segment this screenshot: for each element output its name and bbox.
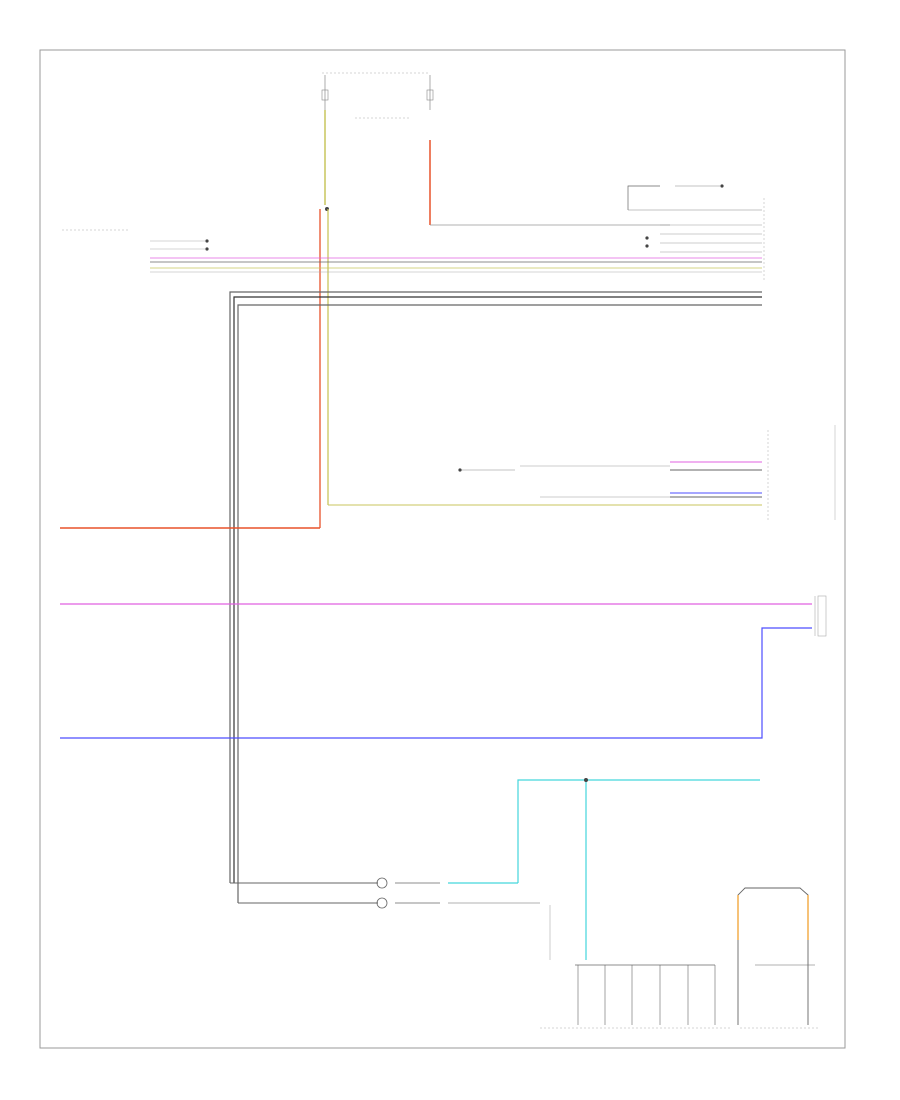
fuse-right-symbol [426,89,434,101]
diagram-frame [39,49,846,1049]
steering-clockspring [230,877,540,909]
top-power-supply [321,72,670,226]
steering-cyan-wiring [517,778,760,960]
signal-line-blue [60,627,812,739]
fuse-left-symbol [321,89,329,101]
left-cluster-connector [62,229,209,251]
mid-right-module [328,425,836,520]
bottom-switch-pack [540,905,730,1029]
dimmer-switch [814,595,827,637]
steering-connector [737,887,820,1029]
top-right-module [627,184,765,282]
